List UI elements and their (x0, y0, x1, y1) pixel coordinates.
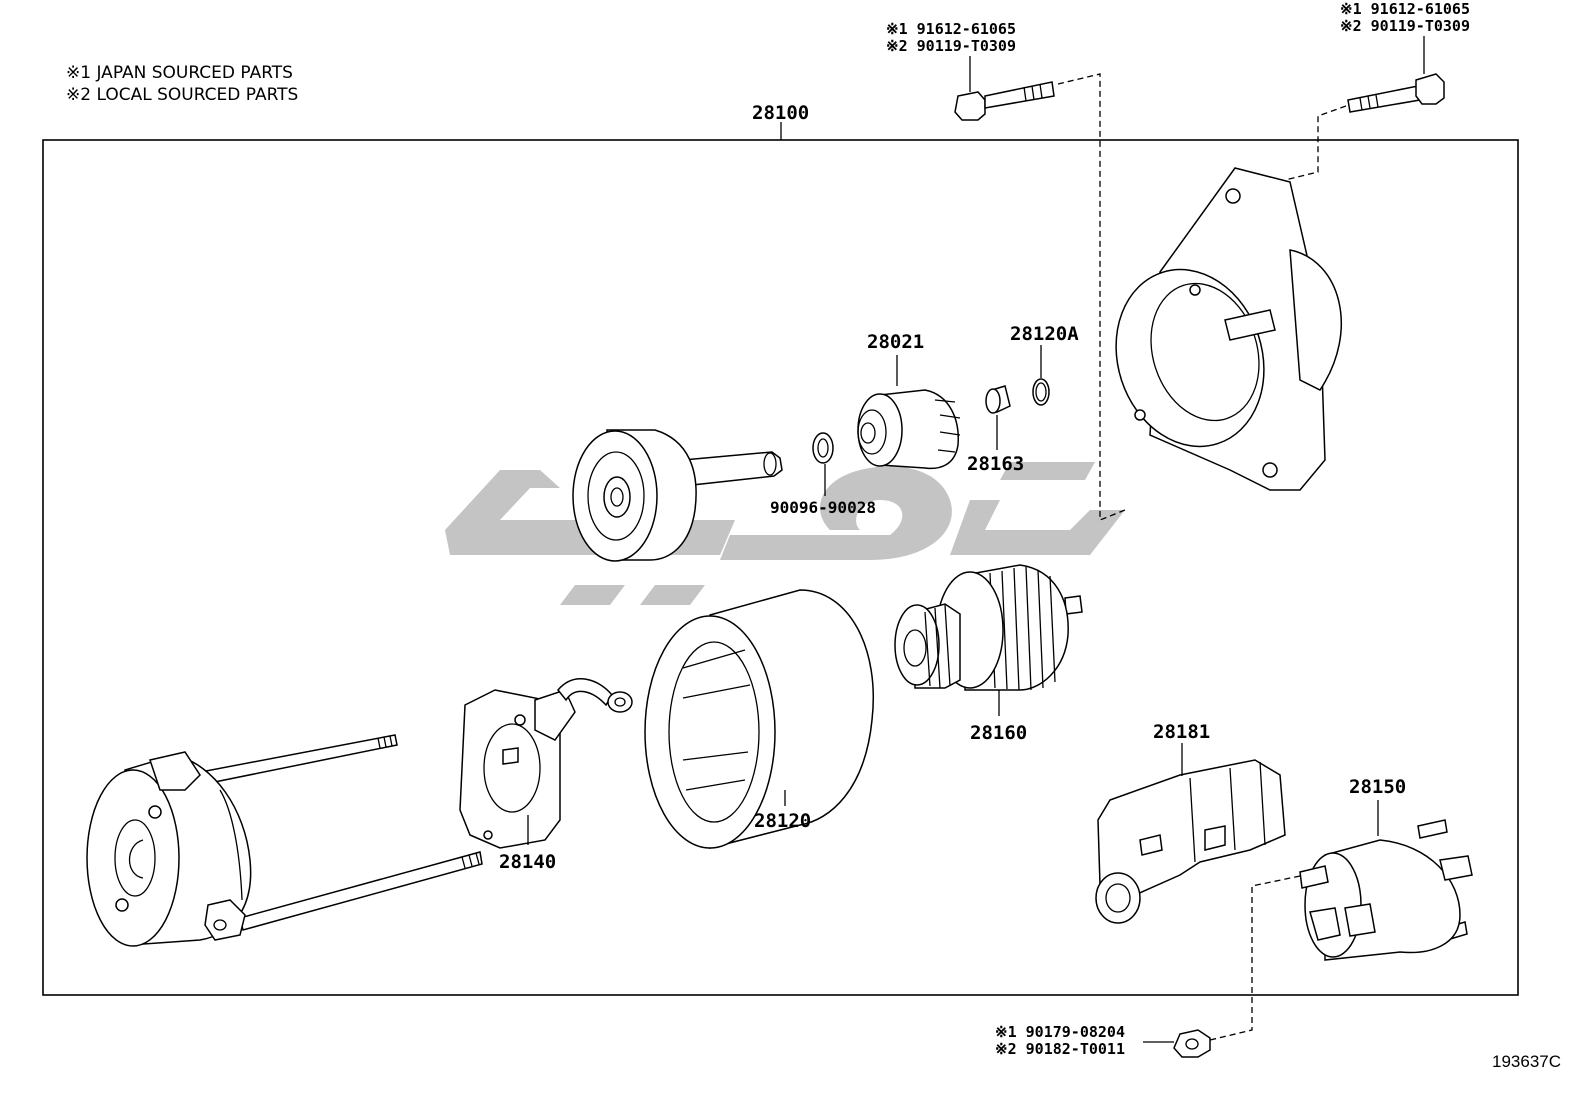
pinion-gear: 28160 (894, 564, 1083, 744)
label-bushing: 28163 (967, 453, 1024, 475)
nut-bottom-line2: ※2 90182-T0011 (995, 1040, 1125, 1058)
o-ring: 28120A (1010, 323, 1079, 406)
bushing: 28163 (967, 385, 1024, 475)
lead-cover: 28181 (1095, 721, 1286, 924)
legend-item-local: ※2 LOCAL SOURCED PARTS (66, 85, 298, 105)
bolt-top-right-line2: ※2 90119-T0309 (1340, 17, 1470, 35)
label-clutch: 28021 (867, 331, 924, 353)
label-o-ring: 28120A (1010, 323, 1079, 345)
bolt-top-middle-line2: ※2 90119-T0309 (886, 37, 1016, 55)
bolt-top-right: ※1 91612-61065 ※2 90119-T0309 (1284, 0, 1470, 181)
field-yoke: 28120 (644, 589, 874, 849)
nut-bottom-line1: ※1 90179-08204 (995, 1023, 1125, 1041)
armature (572, 429, 783, 562)
solenoid: 28150 (1209, 776, 1473, 1041)
legend: ※1 JAPAN SOURCED PARTS ※2 LOCAL SOURCED … (66, 63, 298, 105)
label-field-yoke: 28120 (754, 810, 811, 832)
label-brush-holder: 28140 (499, 851, 556, 873)
label-snap-ring: 90096-90028 (770, 498, 876, 517)
snap-ring: 90096-90028 (770, 432, 876, 517)
bolt-top-right-line1: ※1 91612-61065 (1340, 0, 1470, 18)
bolt-top-middle: ※1 91612-61065 ※2 90119-T0309 (886, 20, 1126, 521)
nut-bottom: ※1 90179-08204 ※2 90182-T0011 (995, 1023, 1211, 1058)
commutator-end-frame (86, 734, 483, 947)
label-solenoid: 28150 (1349, 776, 1406, 798)
reference-code: 193637C (1492, 1052, 1561, 1071)
clutch: 28021 (857, 331, 961, 470)
label-pinion-gear: 28160 (970, 722, 1027, 744)
bolt-top-middle-line1: ※1 91612-61065 (886, 20, 1016, 38)
brush-holder: 28140 (459, 678, 633, 873)
assembly-label: 28100 (752, 102, 809, 124)
legend-item-japan: ※1 JAPAN SOURCED PARTS (66, 63, 293, 83)
drive-housing (1115, 167, 1343, 491)
label-lead-cover: 28181 (1153, 721, 1210, 743)
